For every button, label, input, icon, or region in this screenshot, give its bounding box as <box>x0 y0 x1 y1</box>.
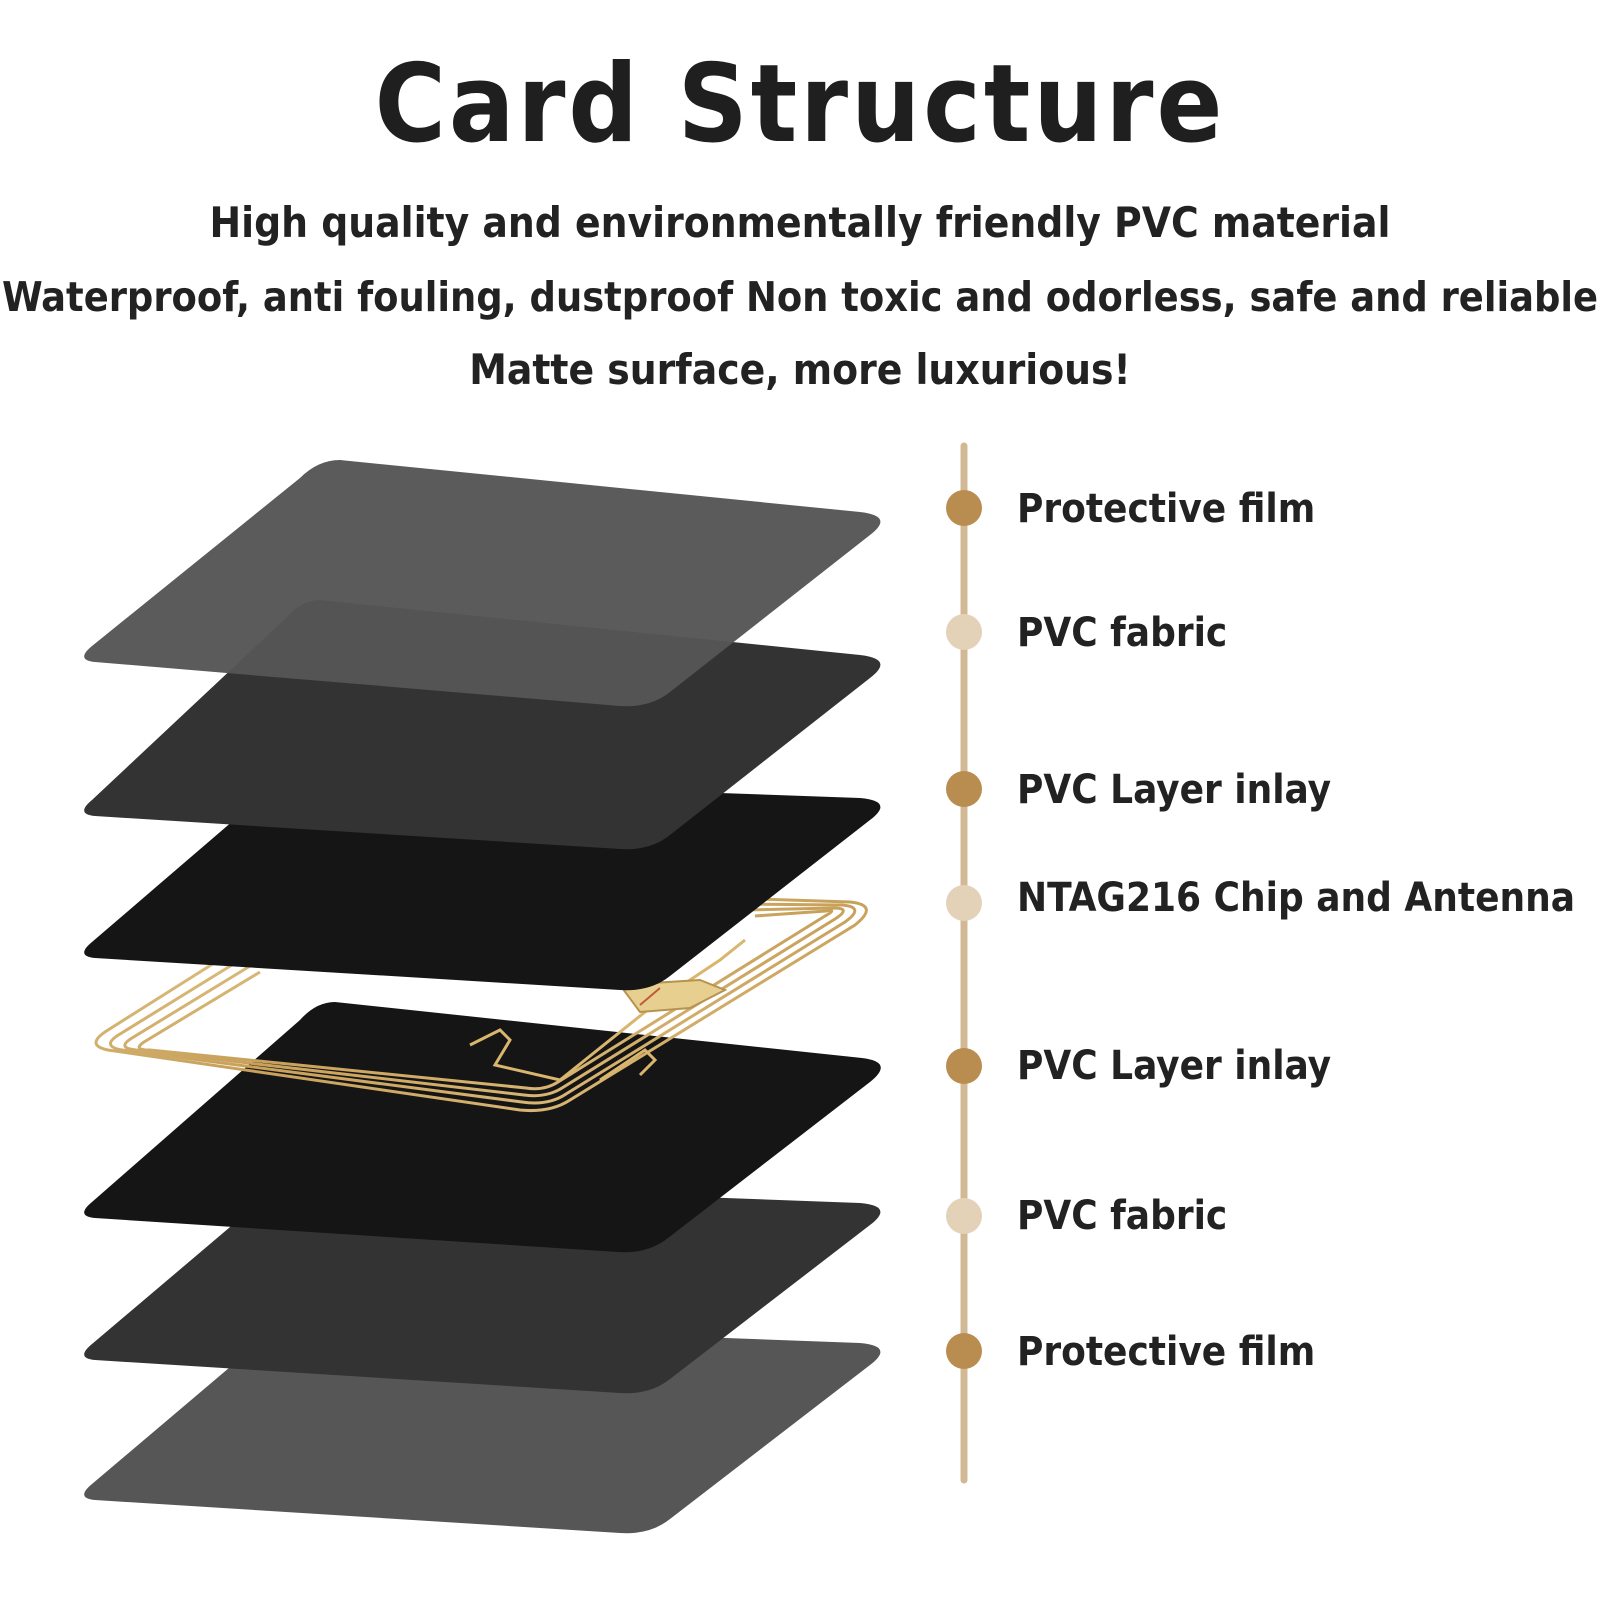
antenna-coil <box>94 896 868 1112</box>
nfc-chip <box>618 978 728 1014</box>
antenna-inner-trace <box>469 938 746 1082</box>
layer-dot-protective-film-bottom <box>946 1333 982 1369</box>
subtitle-line-3: Matte surface, more luxurious! <box>469 345 1131 394</box>
layer-dot-pvc-inlay-bottom <box>946 1048 982 1084</box>
layer-label-pvc-inlay-top: PVC Layer inlay <box>1017 767 1332 813</box>
layer-dot-pvc-inlay-top <box>946 771 982 807</box>
layer-label-protective-film-bottom: Protective film <box>1017 1329 1316 1375</box>
layer-label-pvc-fabric-top: PVC fabric <box>1017 610 1228 656</box>
layer-protective-film-bottom <box>84 1322 881 1534</box>
layer-pvc-fabric-bottom <box>84 1182 881 1394</box>
layer-dot-pvc-fabric-bottom <box>946 1198 982 1234</box>
layer-label-pvc-inlay-bottom: PVC Layer inlay <box>1017 1043 1332 1089</box>
subtitle-line-1: High quality and environmentally friendl… <box>209 198 1391 247</box>
page-title: Card Structure <box>374 42 1226 167</box>
layer-label-chip-antenna: NTAG216 Chip and Antenna <box>1017 875 1576 921</box>
layer-pvc-inlay-top <box>84 778 881 991</box>
layer-dot-chip-antenna <box>946 885 982 921</box>
layer-label-pvc-fabric-bottom: PVC fabric <box>1017 1193 1228 1239</box>
layer-dot-pvc-fabric-top <box>946 614 982 650</box>
subtitle-line-2: Waterproof, anti fouling, dustproof Non … <box>1 273 1599 321</box>
layer-protective-film-top <box>84 460 881 707</box>
layer-label-protective-film-top: Protective film <box>1017 486 1316 532</box>
layer-dot-protective-film-top <box>946 490 982 526</box>
